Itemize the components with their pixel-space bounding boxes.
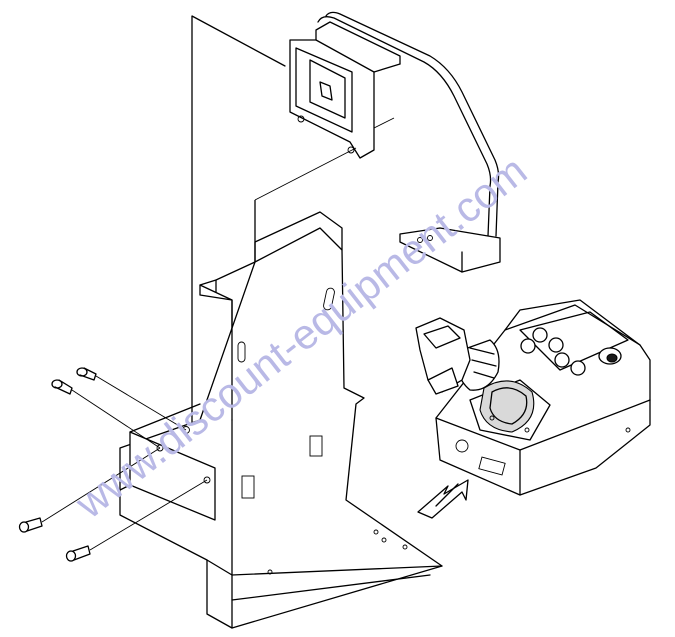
upper-handle-bracket: [254, 11, 501, 273]
joystick-control-unit: [415, 299, 651, 496]
screw-1: [76, 367, 187, 431]
screw-3: [18, 447, 161, 533]
screws: [18, 367, 208, 562]
screw-2: [51, 379, 161, 449]
screw-4: [65, 479, 208, 562]
arrow-down-left-icon: [417, 479, 469, 519]
